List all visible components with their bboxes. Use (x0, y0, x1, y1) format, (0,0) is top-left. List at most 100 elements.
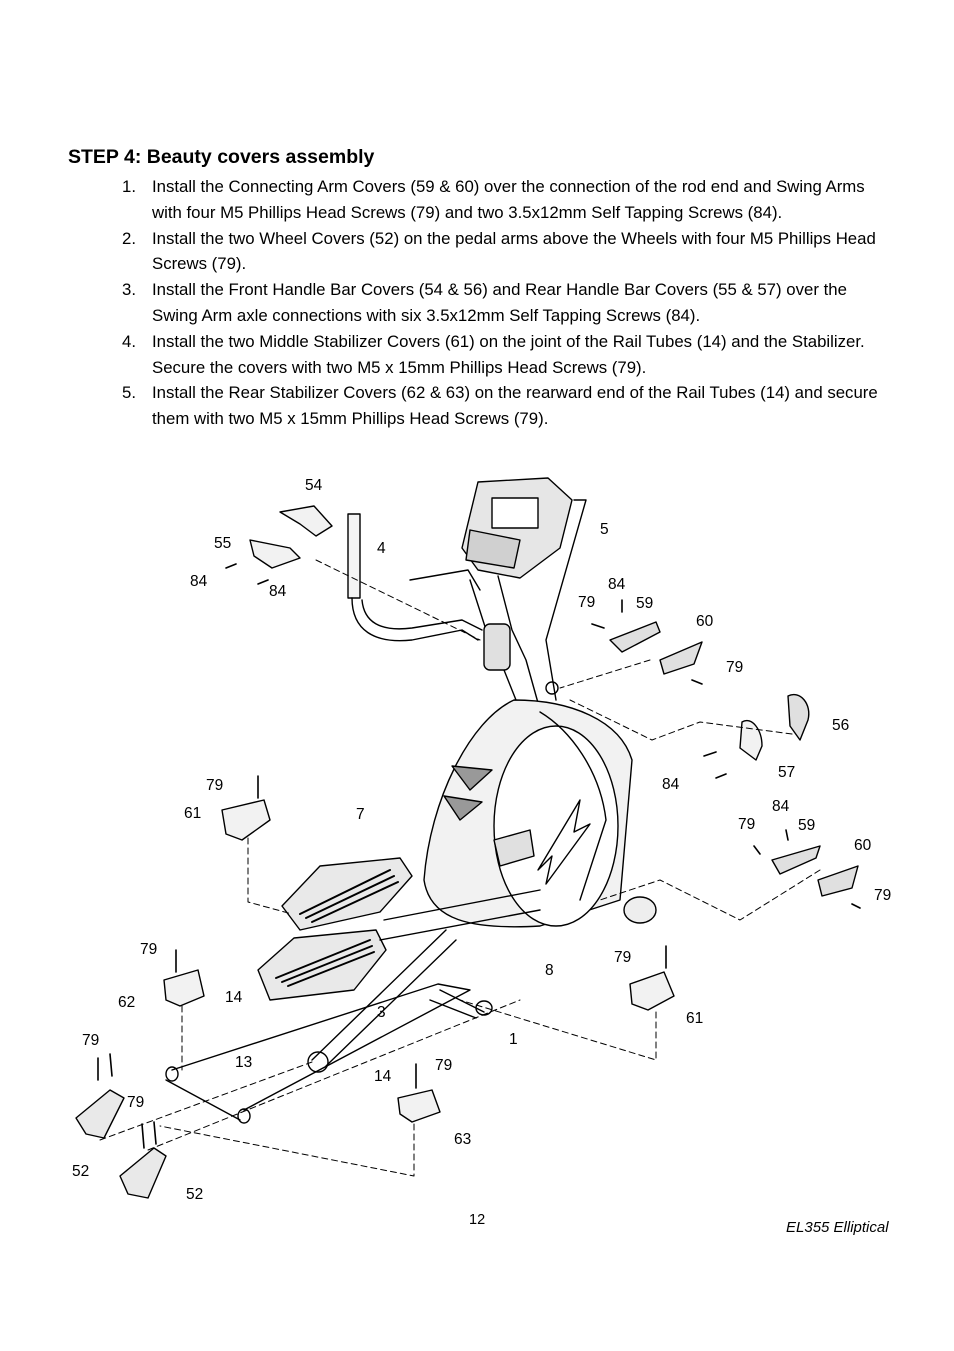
callout-7: 7 (356, 806, 365, 823)
cover-60b-shape (817, 865, 859, 897)
callout-79: 79 (738, 816, 755, 833)
flywheel-logo-shape (537, 799, 591, 885)
pedal-arm-shape (379, 889, 541, 941)
page-number: 12 (469, 1212, 486, 1228)
callout-8: 8 (545, 962, 554, 979)
callout-62: 62 (118, 994, 135, 1011)
callout-14: 14 (374, 1068, 392, 1085)
cover-60a-shape (659, 641, 703, 675)
callout-84: 84 (662, 776, 680, 793)
mast-right-shape (497, 575, 541, 711)
step-text: Install the Front Handle Bar Covers (54 … (152, 280, 847, 325)
callout-79: 79 (726, 659, 743, 676)
stabilizer-end-left-shape (165, 1066, 179, 1082)
assembly-line-61a (247, 837, 293, 915)
step-text: Install the Connecting Arm Covers (59 & … (152, 177, 865, 222)
assembly-line-61b (459, 999, 657, 1061)
instruction-step-3: 3. Install the Front Handle Bar Covers (5… (122, 277, 882, 329)
callout-79: 79 (874, 887, 891, 904)
callout-61: 61 (686, 1010, 703, 1027)
instruction-step-4: 4. Install the two Middle Stabilizer Cove… (122, 329, 882, 381)
footer-model-name: EL355 Elliptical (786, 1219, 889, 1236)
callout-79: 79 (127, 1094, 144, 1111)
callout-1: 1 (509, 1031, 518, 1048)
step-number: 1. (122, 177, 136, 196)
step-text: Install the Rear Stabilizer Covers (62 &… (152, 383, 878, 429)
step-number: 3. (122, 280, 136, 300)
callout-79: 79 (435, 1057, 452, 1074)
assembly-line-63 (159, 1123, 415, 1177)
stabilizer-end-right-shape (237, 1108, 251, 1124)
console-display-shape (491, 497, 539, 529)
callout-60: 60 (696, 613, 714, 630)
rail-tube-shape (171, 983, 471, 1111)
step-text: Install the two Wheel Covers (52) on the… (152, 228, 876, 274)
callout-63: 63 (454, 1131, 471, 1148)
assembly-line-52b (147, 999, 521, 1151)
callout-4: 4 (377, 540, 386, 557)
front-handle-curve-inner-shape (361, 599, 483, 631)
cover-62-shape (163, 969, 205, 1007)
callout-3: 3 (377, 1004, 386, 1021)
callout-79: 79 (206, 777, 223, 794)
front-wheel-shape (623, 896, 657, 924)
rear-stabilizer-shape (165, 1079, 241, 1121)
callout-60: 60 (854, 837, 872, 854)
screw-shapes (97, 563, 861, 1149)
front-handle-post-shape (347, 513, 361, 599)
callout-59: 59 (636, 595, 653, 612)
callout-59: 59 (798, 817, 815, 834)
callout-5: 5 (600, 521, 609, 538)
callout-14: 14 (225, 989, 243, 1006)
assembly-line-52a (99, 1061, 313, 1141)
front-handle-curve-shape (351, 597, 479, 642)
step-number: 2. (122, 228, 136, 248)
assembly-line-54 (315, 559, 481, 641)
cover-61a-shape (221, 799, 271, 841)
callout-56: 56 (832, 717, 849, 734)
pedal-left-shape (281, 857, 413, 931)
console-keypad-shape (465, 529, 521, 569)
cover-57-shape (739, 719, 763, 761)
step-text: Install the two Middle Stabilizer Covers… (152, 331, 865, 377)
elliptical-exploded-view: 54 55 84 84 4 5 84 79 59 60 79 56 57 84 … (72, 477, 891, 1203)
step-number: 4. (122, 331, 136, 351)
pedal-tread-left-shape (299, 869, 399, 923)
cover-59b-shape (771, 845, 821, 875)
callout-55: 55 (214, 535, 231, 552)
housing-accent-shape (443, 765, 493, 821)
step-number: 5. (122, 383, 136, 403)
cover-59a-shape (609, 621, 661, 653)
callout-79: 79 (614, 949, 631, 966)
wheel-cover-52a-shape (75, 1089, 125, 1139)
instruction-step-1: 1. Install the Connecting Arm Covers (59 … (122, 174, 882, 226)
mast-collar-shape (483, 623, 511, 671)
swing-arm-lower-shape (539, 711, 607, 901)
callout-52: 52 (72, 1163, 89, 1180)
assembly-diagram: 54 55 84 84 4 5 84 79 59 60 79 56 57 84 … (60, 468, 920, 1208)
instruction-step-5: 5. Install the Rear Stabilizer Covers (62… (122, 380, 882, 432)
middle-stabilizer-shape (429, 989, 485, 1019)
stabilizer-foot-shape (475, 1000, 493, 1016)
callout-84: 84 (190, 573, 208, 590)
callout-79: 79 (82, 1032, 99, 1049)
callout-79: 79 (140, 941, 157, 958)
callout-79: 79 (578, 594, 595, 611)
swing-arm-axle-shape (545, 681, 559, 695)
step-heading: STEP 4: Beauty covers assembly (68, 146, 375, 168)
cover-55-shape (249, 539, 301, 569)
callout-13: 13 (235, 1054, 252, 1071)
callout-54: 54 (305, 477, 323, 494)
assembly-line-59b (599, 869, 821, 921)
link-arm-shape (311, 929, 457, 1067)
callout-84: 84 (772, 798, 790, 815)
cover-56-shape (787, 693, 810, 741)
flywheel-disc-shape (493, 725, 619, 927)
cover-63-shape (397, 1089, 441, 1123)
callout-57: 57 (778, 764, 795, 781)
callout-61: 61 (184, 805, 201, 822)
assembly-line-56 (569, 699, 793, 741)
callout-52: 52 (186, 1186, 203, 1203)
wheel-cover-52b-shape (119, 1147, 167, 1199)
pedal-arm-joint-shape (493, 829, 535, 867)
